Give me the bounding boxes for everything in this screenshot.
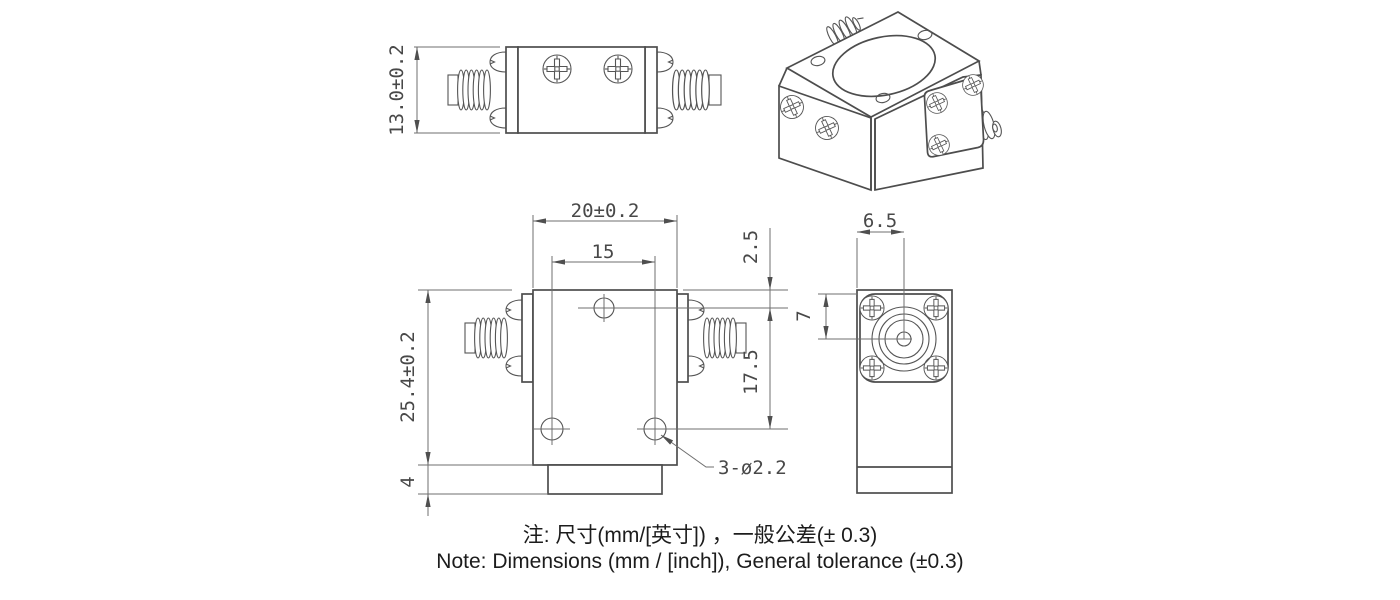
top-view-height-dimension: 13.0±0.2: [386, 44, 500, 136]
side-view: 6.5 7: [793, 210, 953, 494]
connector-nut: [505, 299, 523, 377]
iso-top-hole: [917, 29, 933, 41]
front-view-left-connector: [464, 293, 534, 383]
iso-rear-connector: [826, 16, 864, 47]
note-line-zh: 注: 尺寸(mm/[英寸]) ，一般公差(± 0.3): [523, 524, 878, 547]
dim-hole-callout: 3-ø2.2: [718, 457, 787, 479]
connector-flange-edge: [521, 293, 534, 383]
screw-icon: [923, 355, 949, 381]
connector-threads: [474, 317, 508, 359]
isometric-view: [776, 11, 1002, 192]
top-view: 13.0±0.2: [386, 44, 722, 136]
front-view-dimensions: 20±0.2 15 25.4±0.2 4 2: [397, 200, 788, 516]
dim-hole-spacing: 15: [592, 241, 615, 263]
front-view-right-connector: [676, 293, 747, 383]
connector-tip: [447, 74, 459, 106]
dim-front-width: 20±0.2: [571, 200, 640, 222]
connector-threads: [703, 317, 737, 359]
iso-top-hole: [810, 55, 826, 67]
drawing-notes: 注: 尺寸(mm/[英寸]) ，一般公差(± 0.3) Note: Dimens…: [436, 524, 963, 573]
dim-hole-top-offset: 2.5: [740, 230, 762, 264]
connector-flange-edge: [676, 293, 689, 383]
front-view-body: [532, 289, 678, 466]
connector-threads: [671, 69, 710, 111]
screw-icon: [923, 295, 949, 321]
screw-icon: [859, 295, 885, 321]
top-view-left-flange-edge: [505, 46, 519, 134]
connector-threads: [457, 69, 491, 111]
dim-front-height: 25.4±0.2: [397, 331, 419, 423]
dim-hole-row-spacing: 17.5: [740, 349, 762, 395]
screw-icon: [859, 355, 885, 381]
screw-icon: [603, 54, 633, 84]
dim-side-offset-y: 7: [793, 310, 815, 321]
iso-top-face: [785, 11, 981, 118]
top-view-right-connector: [656, 51, 722, 129]
connector-nut: [687, 299, 705, 377]
connector-tip: [735, 322, 747, 354]
iso-top-cavity-circle: [831, 34, 937, 98]
connector-tip: [464, 322, 476, 354]
top-view-right-flange-edge: [644, 46, 658, 134]
front-view: 20±0.2 15 25.4±0.2 4 2: [397, 200, 788, 516]
dim-side-offset-x: 6.5: [863, 210, 897, 232]
connector-tip: [708, 74, 722, 106]
note-line-en: Note: Dimensions (mm / [inch]), General …: [436, 550, 963, 573]
connector-nut: [489, 51, 507, 129]
connector-nut: [656, 51, 674, 129]
front-view-base: [547, 464, 663, 495]
screw-icon: [542, 54, 572, 84]
iso-top-hole: [875, 92, 891, 104]
top-view-left-connector: [447, 51, 507, 129]
dim-base-height: 4: [397, 476, 419, 487]
side-view-dimensions: 6.5 7: [793, 210, 912, 340]
dim-top-height: 13.0±0.2: [386, 44, 408, 136]
